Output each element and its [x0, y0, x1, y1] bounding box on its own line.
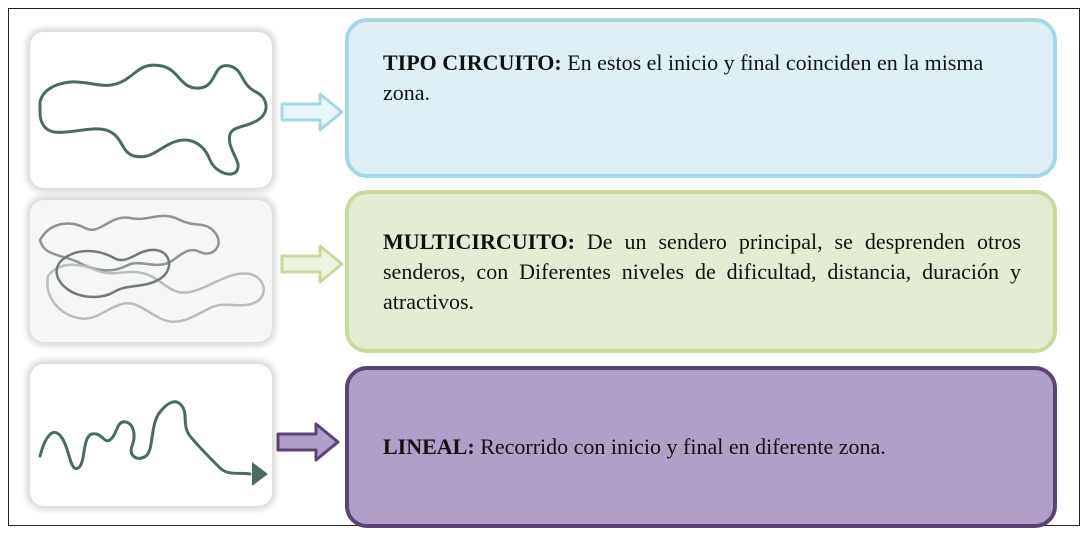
circuit-title: TIPO CIRCUITO: — [383, 50, 562, 75]
multicircuit-title: MULTICIRCUITO: — [383, 228, 575, 254]
circuit-text: En estos el inicio y final coinciden en … — [383, 50, 984, 105]
linear-trail-icon — [30, 364, 272, 506]
arrow-right-icon — [276, 422, 340, 462]
linear-title: LINEAL: — [383, 434, 475, 459]
linear-description-box: LINEAL: Recorrido con inicio y final en … — [345, 366, 1057, 528]
multicircuit-description: MULTICIRCUITO: De un sendero principal, … — [383, 227, 1021, 317]
arrow-right-icon — [280, 92, 344, 132]
arrow-right-icon — [280, 244, 344, 284]
multi-loop-trail-icon — [30, 200, 272, 342]
circuit-description-box: TIPO CIRCUITO: En estos el inicio y fina… — [345, 18, 1057, 178]
closed-loop-trail-icon — [30, 32, 272, 188]
linear-description: LINEAL: Recorrido con inicio y final en … — [383, 432, 886, 462]
multicircuit-text: De un sendero principal, se desprenden o… — [383, 228, 1021, 314]
linear-text: Recorrido con inicio y final en diferent… — [474, 434, 886, 459]
circuit-description: TIPO CIRCUITO: En estos el inicio y fina… — [383, 48, 1021, 108]
multicircuit-description-box: MULTICIRCUITO: De un sendero principal, … — [345, 190, 1057, 353]
